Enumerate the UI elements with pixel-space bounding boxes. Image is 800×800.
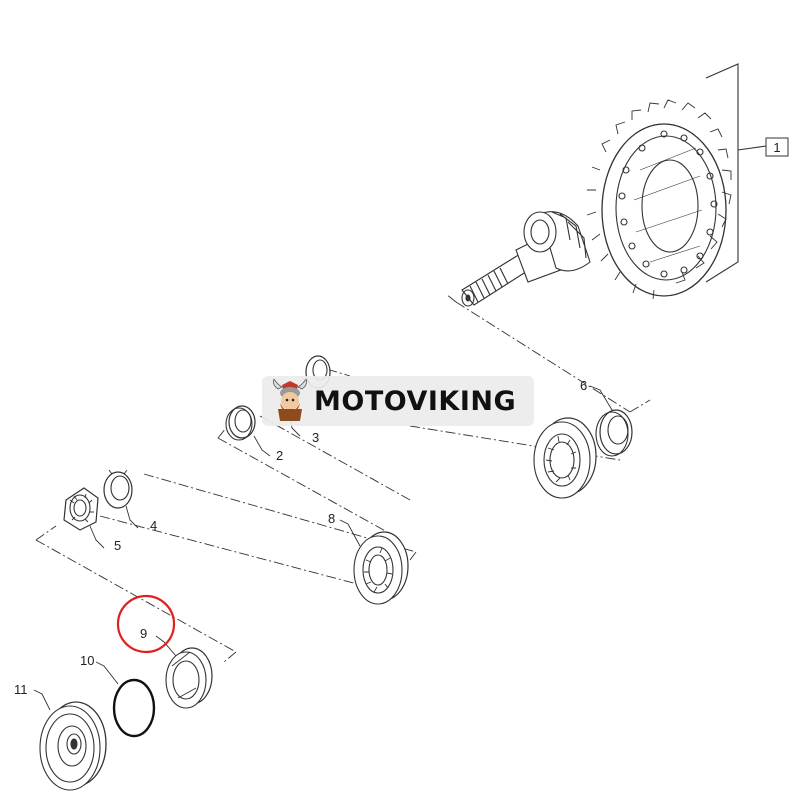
- callout-3: 3: [312, 430, 319, 445]
- o-ring-10: [112, 678, 156, 738]
- bearing-cup-9: [165, 647, 213, 709]
- watermark-text: MOTOVIKING: [314, 385, 517, 417]
- callout-2: 2: [276, 448, 283, 463]
- callout-8: 8: [328, 511, 335, 526]
- callout-6: 6: [580, 378, 587, 393]
- bearing-7: [533, 417, 597, 499]
- callout-10: 10: [80, 653, 94, 668]
- callout-box-1: [765, 137, 789, 157]
- ring-gear: [586, 99, 732, 300]
- slotted-nut-5: [63, 487, 99, 531]
- callout-4: 4: [150, 518, 157, 533]
- assembly-bracket: [705, 63, 767, 283]
- pinion-shaft: [461, 211, 591, 307]
- callout-11: 11: [14, 682, 28, 697]
- flange-11: [39, 701, 107, 791]
- snap-ring-4: [103, 469, 133, 509]
- highlight-circle-9: [116, 594, 176, 654]
- callout-5: 5: [114, 538, 121, 553]
- callout-9: 9: [140, 626, 147, 641]
- leader-lines: [33, 385, 613, 711]
- watermark-banner: MOTOVIKING: [262, 376, 534, 426]
- bearing-8: [353, 531, 409, 605]
- viking-mascot-icon: [273, 379, 307, 421]
- snap-ring-2: [225, 405, 256, 441]
- callout-1: 1: [773, 140, 780, 155]
- washer-6: [595, 409, 633, 457]
